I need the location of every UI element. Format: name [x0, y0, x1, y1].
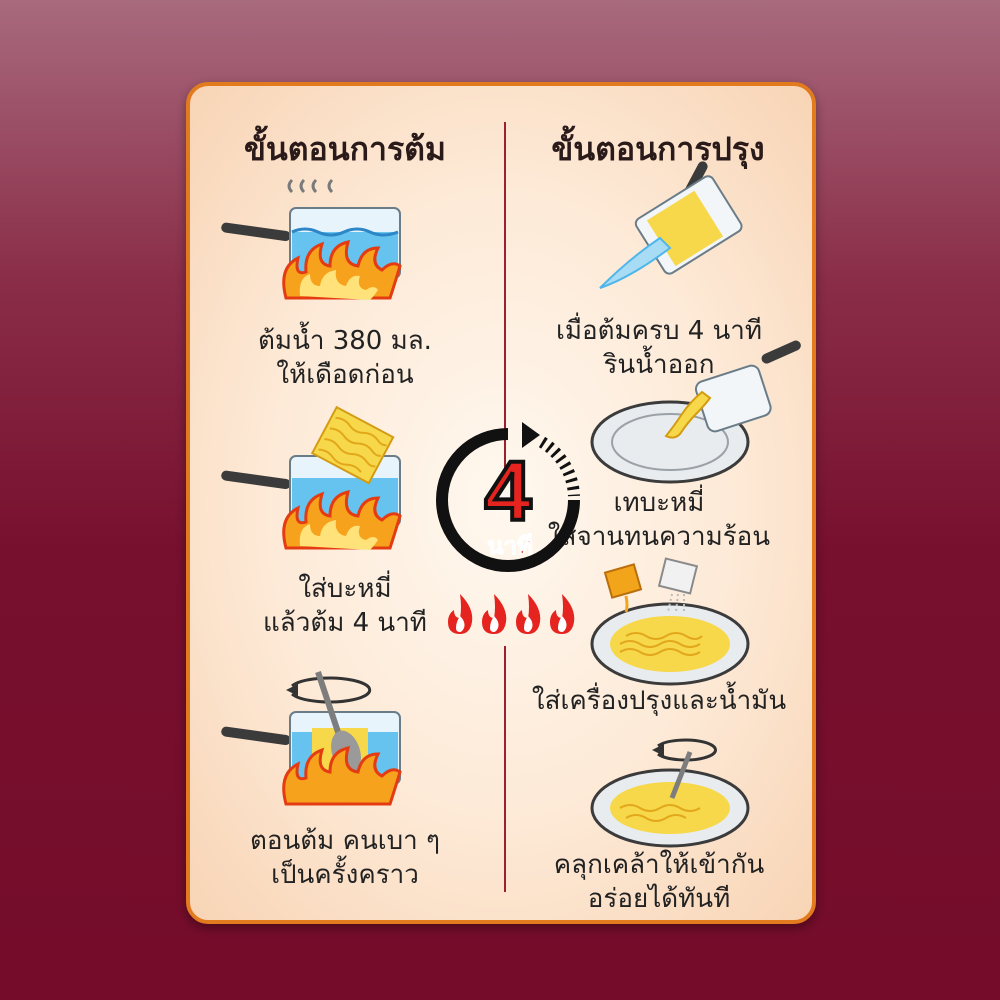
seasoning-plate-icon — [590, 557, 750, 686]
timer-icon: 4 นาที — [436, 422, 580, 572]
timer-unit: นาที — [487, 532, 533, 560]
right-step4-line2: อร่อยได้ทันที — [587, 884, 731, 914]
column-divider-lower — [504, 646, 506, 892]
flame-highlight — [456, 616, 465, 632]
left-step2-caption: ใส่บะหมี่ แล้วต้ม 4 นาที — [200, 572, 490, 640]
flame-icon — [516, 594, 541, 634]
right-step1-line1: เมื่อต้มครบ 4 นาที — [555, 316, 763, 346]
left-step3-line1: ตอนต้ม คนเบา ๆ — [250, 826, 440, 856]
instruction-card: ขั้นตอนการต้ม ขั้นตอนการปรุง ต้มน้ำ 380 … — [186, 82, 816, 924]
left-step2-line2: แล้วต้ม 4 นาที — [263, 608, 427, 638]
column-divider — [504, 122, 506, 482]
left-column-title: ขั้นตอนการต้ม — [243, 130, 447, 168]
stirring-pot-icon — [221, 671, 402, 806]
right-step4-caption: คลุกเคล้าให้เข้ากัน อร่อยได้ทันที — [514, 848, 804, 916]
heat-level-flames — [448, 594, 575, 634]
right-step2-caption: เทบะหมี่ ใส่จานทนความร้อน — [514, 486, 804, 554]
noodle-in-pot-icon — [221, 405, 402, 550]
right-step3-line1: ใส่เครื่องปรุงและน้ำมัน — [531, 686, 787, 716]
flame-icon — [448, 594, 473, 634]
flame-icon — [550, 594, 575, 634]
right-step1-caption: เมื่อต้มครบ 4 นาที รินน้ำออก — [514, 314, 804, 382]
flame-highlight — [490, 616, 499, 632]
left-step3-line2: เป็นครั้งคราว — [271, 860, 419, 890]
right-column-title: ขั้นตอนการปรุง — [551, 130, 765, 168]
right-step2-line2: ใส่จานทนความร้อน — [547, 522, 771, 552]
right-step1-line2: รินน้ำออก — [603, 350, 715, 380]
left-step1-line2: ให้เดือดก่อน — [276, 360, 414, 390]
left-step3-caption: ตอนต้ม คนเบา ๆ เป็นครั้งคราว — [200, 824, 490, 892]
pour-noodles-plate-icon — [590, 340, 801, 484]
timer-number: 4 — [485, 444, 532, 538]
left-step2-line1: ใส่บะหมี่ — [298, 574, 392, 604]
right-step2-line1: เทบะหมี่ — [613, 488, 705, 518]
boiling-pot-icon — [221, 178, 402, 300]
flame-icon — [482, 594, 507, 634]
draining-pot-icon — [599, 161, 743, 289]
left-step1-caption: ต้มน้ำ 380 มล. ให้เดือดก่อน — [200, 324, 490, 392]
right-step4-line1: คลุกเคล้าให้เข้ากัน — [553, 850, 765, 880]
flame-highlight — [558, 616, 567, 632]
flame-highlight — [524, 616, 533, 632]
right-step3-caption: ใส่เครื่องปรุงและน้ำมัน — [514, 684, 804, 718]
left-step1-line1: ต้มน้ำ 380 มล. — [258, 326, 432, 356]
mixing-plate-icon — [590, 738, 750, 848]
